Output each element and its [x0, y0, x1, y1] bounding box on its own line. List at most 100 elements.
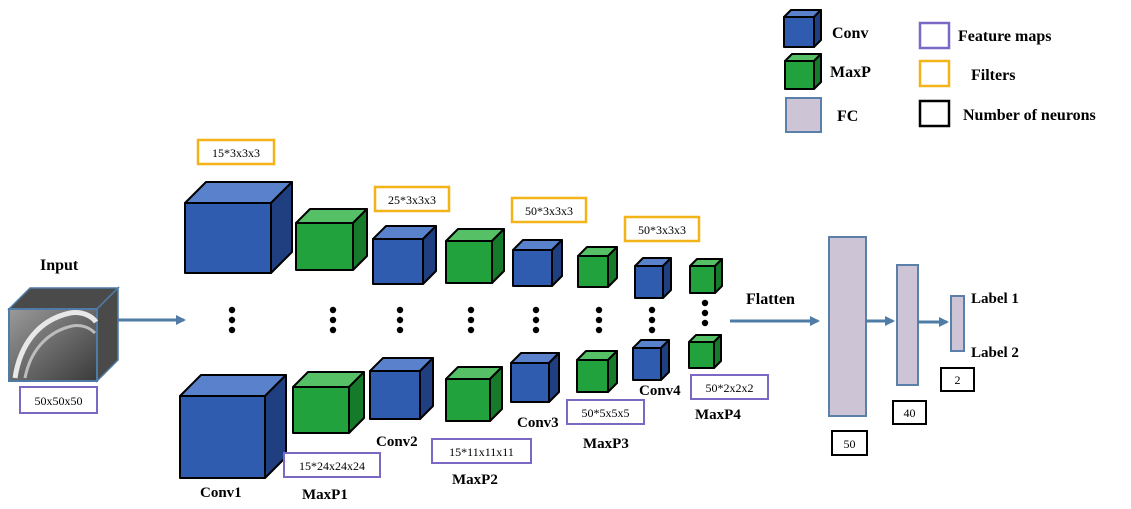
- filter-box-2: [373, 185, 451, 213]
- legend-maxp-label: MaxP: [830, 64, 871, 81]
- legend-feature-map-swatch: [918, 21, 951, 50]
- conv4-top-cube-side-face: [662, 257, 672, 299]
- input-label: Input: [40, 257, 79, 274]
- layer-label-maxp2: MaxP2: [452, 472, 498, 488]
- neuron-box-3: [940, 367, 975, 392]
- feature-map-box-4: [690, 374, 769, 400]
- dots-col-8: [701, 299, 709, 327]
- feature-map-label-4: 50*2x2x2: [706, 381, 754, 395]
- maxp1-bottom-cube-front-face: [292, 386, 350, 434]
- filter-boxes: 15*3x3x3 25*3x3x3 50*3x3x3 50*3x3x3: [196, 138, 701, 243]
- conv4-bottom-cube-side-face: [660, 339, 670, 381]
- maxp1-top-cube-front-face: [295, 222, 354, 271]
- maxp3-top-cube: [577, 246, 618, 288]
- dots-col-4: [467, 306, 475, 334]
- input-block: Input 50x50x50: [7, 257, 120, 414]
- legend-conv-cube: [783, 9, 822, 48]
- filter-box-1: [196, 138, 276, 166]
- legend-maxp-cube-front-face: [784, 60, 815, 90]
- feature-map-box-1: [283, 452, 381, 478]
- input-size-label: 50x50x50: [35, 394, 83, 408]
- feature-map-boxes: 15*24x24x24 15*11x11x11 50*5x5x5 50*2x2x…: [283, 374, 769, 478]
- legend-filters-label: Filters: [971, 67, 1015, 84]
- conv3-top-cube-front-face: [512, 249, 553, 287]
- neuron-box-1: [831, 430, 868, 456]
- conv3-bottom-cube-side-face: [548, 352, 560, 403]
- layer-label-conv4: Conv4: [639, 383, 681, 399]
- maxp3-bottom-cube: [576, 350, 618, 393]
- layer-label-maxp4: MaxP4: [695, 407, 741, 423]
- feature-map-label-1: 15*24x24x24: [299, 459, 365, 473]
- filter-label-3: 50*3x3x3: [525, 204, 573, 218]
- neuron-count-3: 2: [955, 373, 961, 387]
- maxp2-top-cube: [445, 228, 505, 284]
- conv4-top-cube-front-face: [634, 265, 664, 299]
- legend-maxp-cube: [784, 53, 822, 90]
- top-row: [184, 181, 723, 299]
- conv1-top-cube: [184, 181, 293, 274]
- conv4-bottom-cube-front-face: [632, 347, 662, 381]
- legend-feature-maps-label: Feature maps: [958, 28, 1051, 45]
- ellipsis-dots: [228, 299, 709, 334]
- conv3-top-cube: [512, 239, 563, 287]
- conv1-bottom-cube-front-face: [179, 395, 266, 479]
- legend-filter-swatch: [918, 59, 951, 88]
- bottom-row: [179, 334, 722, 479]
- flatten-label: Flatten: [746, 291, 795, 308]
- maxp4-top-cube-side-face: [714, 258, 723, 294]
- legend-neurons-swatch: [918, 99, 951, 128]
- dots-col-1: [228, 306, 236, 334]
- maxp4-bottom-cube-side-face: [713, 334, 722, 369]
- neuron-box-2: [892, 400, 927, 425]
- feature-map-box-3: [566, 399, 645, 425]
- maxp3-bottom-cube-front-face: [576, 359, 609, 393]
- legend: Conv MaxP FC Feature maps Filters Number…: [783, 9, 1096, 133]
- legend-conv-cube-front-face: [783, 16, 815, 48]
- neuron-count-2: 40: [904, 406, 916, 420]
- fc-layer-1: [828, 236, 867, 417]
- layer-label-conv1: Conv1: [200, 485, 242, 501]
- maxp4-top-cube-front-face: [689, 265, 716, 294]
- feature-map-label-3: 50*5x5x5: [582, 406, 630, 420]
- conv3-bottom-cube: [510, 352, 560, 403]
- maxp4-top-cube: [689, 258, 723, 294]
- legend-conv-label: Conv: [832, 25, 868, 42]
- input-mri-brain-inner: [23, 324, 97, 379]
- fc-layer-2: [896, 264, 919, 386]
- conv2-bottom-cube: [369, 357, 434, 420]
- layer-label-conv3: Conv3: [517, 415, 559, 431]
- legend-fc-box: [785, 97, 822, 133]
- feature-map-box-2: [431, 438, 532, 464]
- output-label-2: Label 2: [971, 345, 1019, 361]
- feature-map-label-2: 15*11x11x11: [449, 445, 514, 459]
- dots-col-7: [648, 306, 656, 334]
- dots-col-6: [595, 306, 603, 334]
- maxp2-top-cube-front-face: [445, 240, 493, 284]
- layer-label-maxp1: MaxP1: [302, 487, 348, 503]
- conv4-top-cube: [634, 257, 672, 299]
- filter-box-4: [623, 215, 701, 243]
- maxp2-bottom-cube-front-face: [445, 378, 491, 422]
- conv4-bottom-cube: [632, 339, 670, 381]
- maxp4-bottom-cube: [688, 334, 722, 369]
- maxp2-bottom-cube: [445, 366, 503, 422]
- output-label-1: Label 1: [971, 291, 1019, 307]
- maxp1-bottom-cube: [292, 371, 365, 434]
- filter-label-4: 50*3x3x3: [638, 223, 686, 237]
- dots-col-2: [329, 306, 337, 334]
- conv1-top-cube-front-face: [184, 202, 272, 274]
- filter-label-1: 15*3x3x3: [212, 146, 260, 160]
- legend-fc-label: FC: [837, 108, 858, 125]
- layer-labels: Conv1 MaxP1 Conv2 MaxP2 Conv3 MaxP3 Conv…: [200, 383, 741, 503]
- conv3-bottom-cube-front-face: [510, 362, 550, 403]
- neuron-count-1: 50: [844, 437, 856, 451]
- conv2-top-cube-front-face: [372, 238, 424, 285]
- conv1-bottom-cube: [179, 374, 287, 479]
- maxp1-top-cube: [295, 208, 368, 271]
- legend-neurons-label: Number of neurons: [963, 107, 1096, 124]
- conv2-bottom-cube-front-face: [369, 370, 421, 420]
- input-mri-brain-contour: [12, 310, 99, 379]
- dots-col-5: [532, 306, 540, 334]
- fc-layer-output: [950, 295, 965, 352]
